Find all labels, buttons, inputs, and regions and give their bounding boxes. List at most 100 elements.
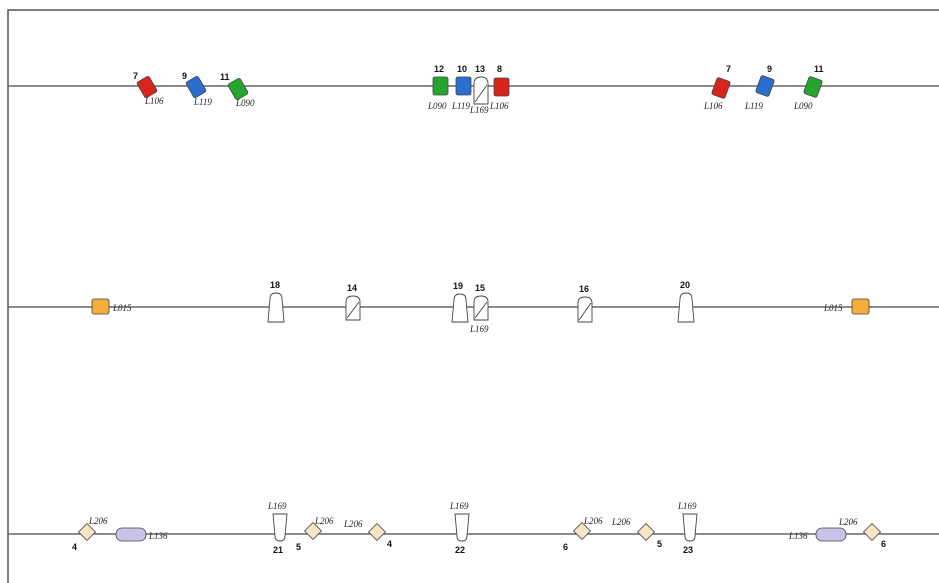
node-shape xyxy=(682,513,698,542)
node-label: L106 xyxy=(703,101,723,111)
node-number: 5 xyxy=(657,539,662,549)
node-label: L169 xyxy=(469,105,489,115)
node-1: L015 xyxy=(91,298,132,315)
node-shape xyxy=(432,76,449,96)
node-10: L136 xyxy=(788,527,847,542)
node-number: 16 xyxy=(579,284,589,294)
node-10: 11 L090 xyxy=(793,64,824,111)
node-4: 5 L206 xyxy=(296,516,334,552)
node-label: L090 xyxy=(235,98,255,108)
node-1: 4 L206 xyxy=(72,516,108,552)
node-shape xyxy=(711,77,731,99)
node-shape xyxy=(493,77,510,97)
node-hatch xyxy=(474,84,488,103)
node-2: L136 xyxy=(115,527,168,542)
node-number: 19 xyxy=(453,281,463,291)
row-1: 7 L106 9 L119 11 L090 12 L090 10 L11 xyxy=(8,64,939,115)
node-number: 9 xyxy=(767,64,772,74)
node-label: L106 xyxy=(489,101,509,111)
node-label: L169 xyxy=(449,501,469,511)
node-label: L119 xyxy=(744,101,763,111)
node-4: 19 xyxy=(451,281,469,323)
node-label: L090 xyxy=(427,101,447,111)
node-7: 20 xyxy=(677,280,695,323)
node-shape xyxy=(367,522,387,542)
node-shape xyxy=(862,522,882,542)
node-number: 15 xyxy=(475,283,485,293)
node-shape xyxy=(755,75,775,97)
node-hatch xyxy=(346,301,360,319)
node-5: 15 L169 xyxy=(469,283,489,334)
node-shape xyxy=(677,292,695,323)
node-label: L015 xyxy=(823,303,843,313)
node-label: L206 xyxy=(314,516,334,526)
node-number: 22 xyxy=(455,545,465,555)
node-label: L169 xyxy=(469,324,489,334)
node-number: 7 xyxy=(133,71,138,81)
node-label: L119 xyxy=(193,97,212,107)
node-6: 22 L169 xyxy=(449,501,470,555)
node-number: 4 xyxy=(72,542,77,552)
node-9: 23 L169 xyxy=(677,501,698,555)
node-number: 11 xyxy=(220,72,230,82)
node-label: L119 xyxy=(451,101,470,111)
node-shape xyxy=(455,76,472,96)
node-shape xyxy=(77,522,97,542)
node-label: L169 xyxy=(677,501,697,511)
node-shape xyxy=(303,521,323,541)
node-7: 6 L206 xyxy=(563,516,603,552)
node-5: 4 L206 xyxy=(343,519,392,549)
node-shape xyxy=(91,298,110,315)
node-shape xyxy=(227,78,249,100)
node-hatch xyxy=(474,301,488,319)
node-number: 18 xyxy=(270,280,280,290)
node-shape xyxy=(473,76,489,105)
node-5: 10 L119 xyxy=(451,64,472,111)
node-number: 21 xyxy=(273,545,283,555)
node-3: 21 L169 xyxy=(267,501,288,555)
node-label: L136 xyxy=(788,531,808,541)
node-label: L206 xyxy=(838,517,858,527)
node-hatch xyxy=(578,302,592,321)
node-6: 13 L169 xyxy=(469,64,489,115)
node-1: 7 L106 xyxy=(133,71,164,106)
node-shape xyxy=(636,522,656,542)
node-number: 6 xyxy=(881,539,886,549)
node-number: 12 xyxy=(434,64,444,74)
node-8: L015 xyxy=(823,298,870,315)
node-number: 7 xyxy=(726,64,731,74)
frame-border xyxy=(7,9,939,583)
node-shape xyxy=(136,76,158,98)
node-label: L206 xyxy=(611,517,631,527)
node-shape xyxy=(803,76,823,98)
node-label: L106 xyxy=(144,96,164,106)
node-label: L015 xyxy=(112,303,132,313)
node-9: 9 L119 xyxy=(744,64,775,111)
node-2: 9 L119 xyxy=(182,71,212,107)
node-label: L169 xyxy=(267,501,287,511)
node-11: 6 L206 xyxy=(838,517,886,549)
node-shape xyxy=(185,76,207,98)
node-shape xyxy=(272,513,288,542)
node-label: L206 xyxy=(343,519,363,529)
node-2: 18 xyxy=(267,280,285,323)
node-label: L136 xyxy=(148,531,168,541)
node-8: 5 L206 xyxy=(611,517,662,549)
node-shape xyxy=(572,521,592,541)
row-2: L015 18 14 19 15 L169 xyxy=(8,280,939,334)
node-shape xyxy=(115,527,147,542)
node-shape xyxy=(454,513,470,542)
node-shape xyxy=(267,292,285,323)
node-6: 16 xyxy=(577,284,593,323)
node-3: 11 L090 xyxy=(220,72,255,108)
node-number: 11 xyxy=(814,64,824,74)
node-number: 14 xyxy=(347,283,357,293)
node-4: 12 L090 xyxy=(427,64,449,111)
node-number: 10 xyxy=(457,64,467,74)
node-shape xyxy=(815,527,847,542)
node-number: 6 xyxy=(563,542,568,552)
node-8: 7 L106 xyxy=(703,64,731,111)
node-label: L206 xyxy=(583,516,603,526)
